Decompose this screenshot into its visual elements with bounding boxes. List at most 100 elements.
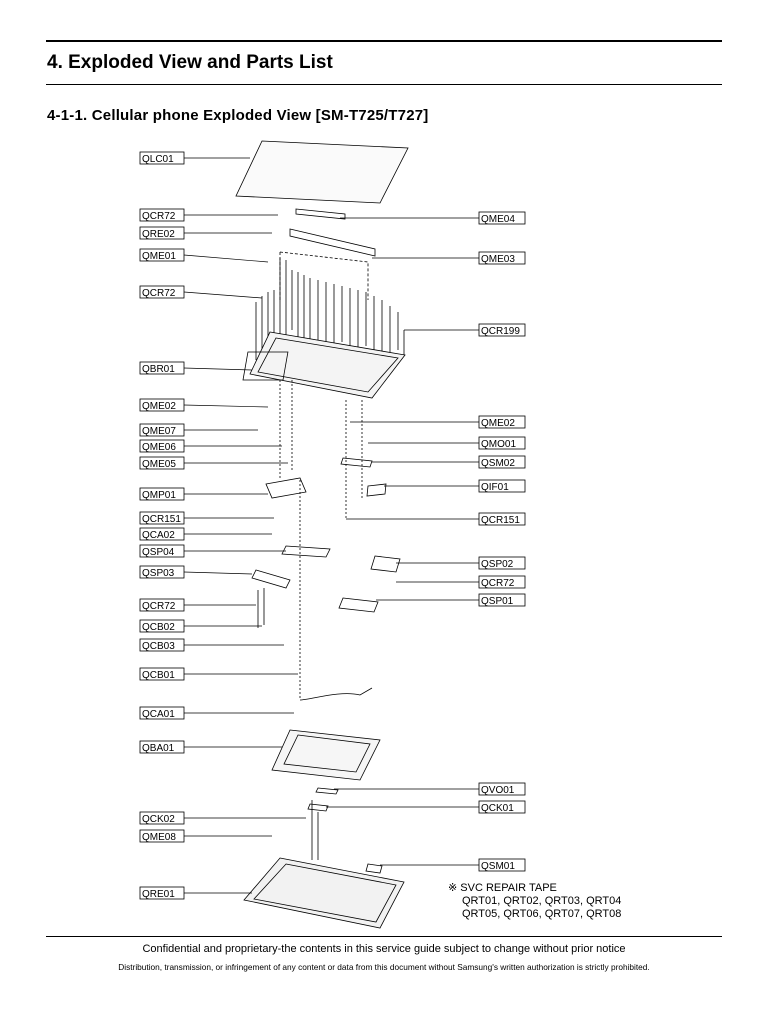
battery (271, 729, 381, 781)
callout-box (478, 782, 526, 796)
callout-label: QCA02 (142, 530, 175, 541)
volume-key (315, 787, 339, 795)
callout-box (139, 487, 185, 501)
callout-box (139, 151, 185, 165)
rear-case (243, 857, 405, 929)
callout-label: QMP01 (142, 490, 176, 501)
subsection-title: 4-1-1. Cellular phone Exploded View [SM-… (47, 107, 429, 124)
callout-label: QVO01 (481, 785, 515, 796)
callout-box (139, 544, 185, 558)
top-rule (46, 40, 722, 42)
svc-repair-tape-note: ※ SVC REPAIR TAPE QRT01, QRT02, QRT03, Q… (448, 882, 621, 921)
callout-box (139, 361, 185, 375)
callout-box (478, 593, 526, 607)
callout-box (478, 455, 526, 469)
connector-key (307, 803, 329, 812)
header-rule (46, 84, 722, 85)
callout-box (139, 398, 185, 412)
callout-box (139, 638, 185, 652)
callout-label: QSP03 (142, 568, 175, 579)
leader-lines (183, 157, 479, 894)
sim-bracket (340, 457, 373, 468)
callout-box (139, 226, 185, 240)
callout-label: QRE01 (142, 889, 175, 900)
note-marker-icon: ※ (448, 882, 458, 894)
note-line-1: QRT01, QRT02, QRT03, QRT04 (462, 895, 622, 907)
footer-confidential: Confidential and proprietary-the content… (142, 943, 626, 955)
speaker-4 (281, 545, 331, 558)
interface-part (366, 483, 387, 497)
callout-box (478, 323, 526, 337)
callout-label: QCB03 (142, 641, 175, 652)
callout-box (478, 575, 526, 589)
exploded-view-diagram: QLC01QCR72QRE02QME01QCR72QBR01QME02QME07… (139, 140, 526, 929)
note-title: SVC REPAIR TAPE (460, 882, 557, 894)
callout-box (139, 886, 185, 900)
speaker-3 (251, 569, 291, 589)
callout-label: QCR199 (481, 326, 520, 337)
callout-box (478, 211, 526, 225)
callout-box (139, 740, 185, 754)
mainboard-plate (265, 477, 307, 499)
callout-box (139, 829, 185, 843)
section-title: 4. Exploded View and Parts List (47, 52, 333, 73)
callout-box (478, 556, 526, 570)
callout-box (139, 511, 185, 525)
callout-box (139, 811, 185, 825)
callout-box (478, 436, 526, 450)
note-line-2: QRT05, QRT06, QRT07, QRT08 (462, 908, 622, 920)
callout-label: QSP01 (481, 596, 514, 607)
callout-label: QSM02 (481, 458, 515, 469)
callout-label: QCR151 (481, 515, 520, 526)
callout-label: QCR151 (142, 514, 181, 525)
callout-box (139, 285, 185, 299)
callout-label: QSP04 (142, 547, 175, 558)
speaker-2 (370, 555, 401, 573)
callout-box (139, 527, 185, 541)
screws-upper (255, 258, 405, 362)
callout-label: QME02 (142, 401, 176, 412)
callout-label: QME04 (481, 214, 515, 225)
callout-box (139, 619, 185, 633)
flex-cable-top (295, 208, 346, 220)
footer-rule (46, 936, 722, 937)
callout-box (478, 251, 526, 265)
callout-label: QCA01 (142, 709, 175, 720)
callout-box (139, 706, 185, 720)
callouts-left: QLC01QCR72QRE02QME01QCR72QBR01QME02QME07… (139, 151, 185, 900)
callout-box (139, 248, 185, 262)
callout-box (139, 423, 185, 437)
callout-box (139, 598, 185, 612)
callout-box (139, 667, 185, 681)
callout-label: QCB01 (142, 670, 175, 681)
callout-label: QBA01 (142, 743, 175, 754)
callout-box (139, 456, 185, 470)
callout-box (478, 479, 526, 493)
callout-label: QBR01 (142, 364, 175, 375)
callout-label: QCR72 (142, 601, 176, 612)
callout-label: QRE02 (142, 229, 175, 240)
callout-label: QME02 (481, 418, 515, 429)
bracket-frame (249, 331, 406, 399)
callout-label: QSP02 (481, 559, 514, 570)
callouts-right: QME04QME03QCR199QME02QMO01QSM02QIF01QCR1… (478, 211, 526, 872)
callout-label: QME07 (142, 426, 176, 437)
callout-label: QME01 (142, 251, 176, 262)
flex-cable-long (289, 228, 376, 257)
callout-label: QCR72 (142, 211, 176, 222)
callout-box (478, 800, 526, 814)
callout-box (478, 415, 526, 429)
lcd-panel (235, 140, 409, 204)
callout-label: QCB02 (142, 622, 175, 633)
footer-distribution: Distribution, transmission, or infringem… (118, 962, 650, 972)
callout-box (478, 858, 526, 872)
callout-label: QCR72 (481, 578, 515, 589)
callout-label: QCK01 (481, 803, 514, 814)
callout-label: QME05 (142, 459, 176, 470)
coax-cable (299, 687, 373, 701)
sim-tray (365, 863, 383, 874)
callout-box (139, 208, 185, 222)
callout-label: QIF01 (481, 482, 509, 493)
callout-label: QCK02 (142, 814, 175, 825)
callout-label: QMO01 (481, 439, 516, 450)
